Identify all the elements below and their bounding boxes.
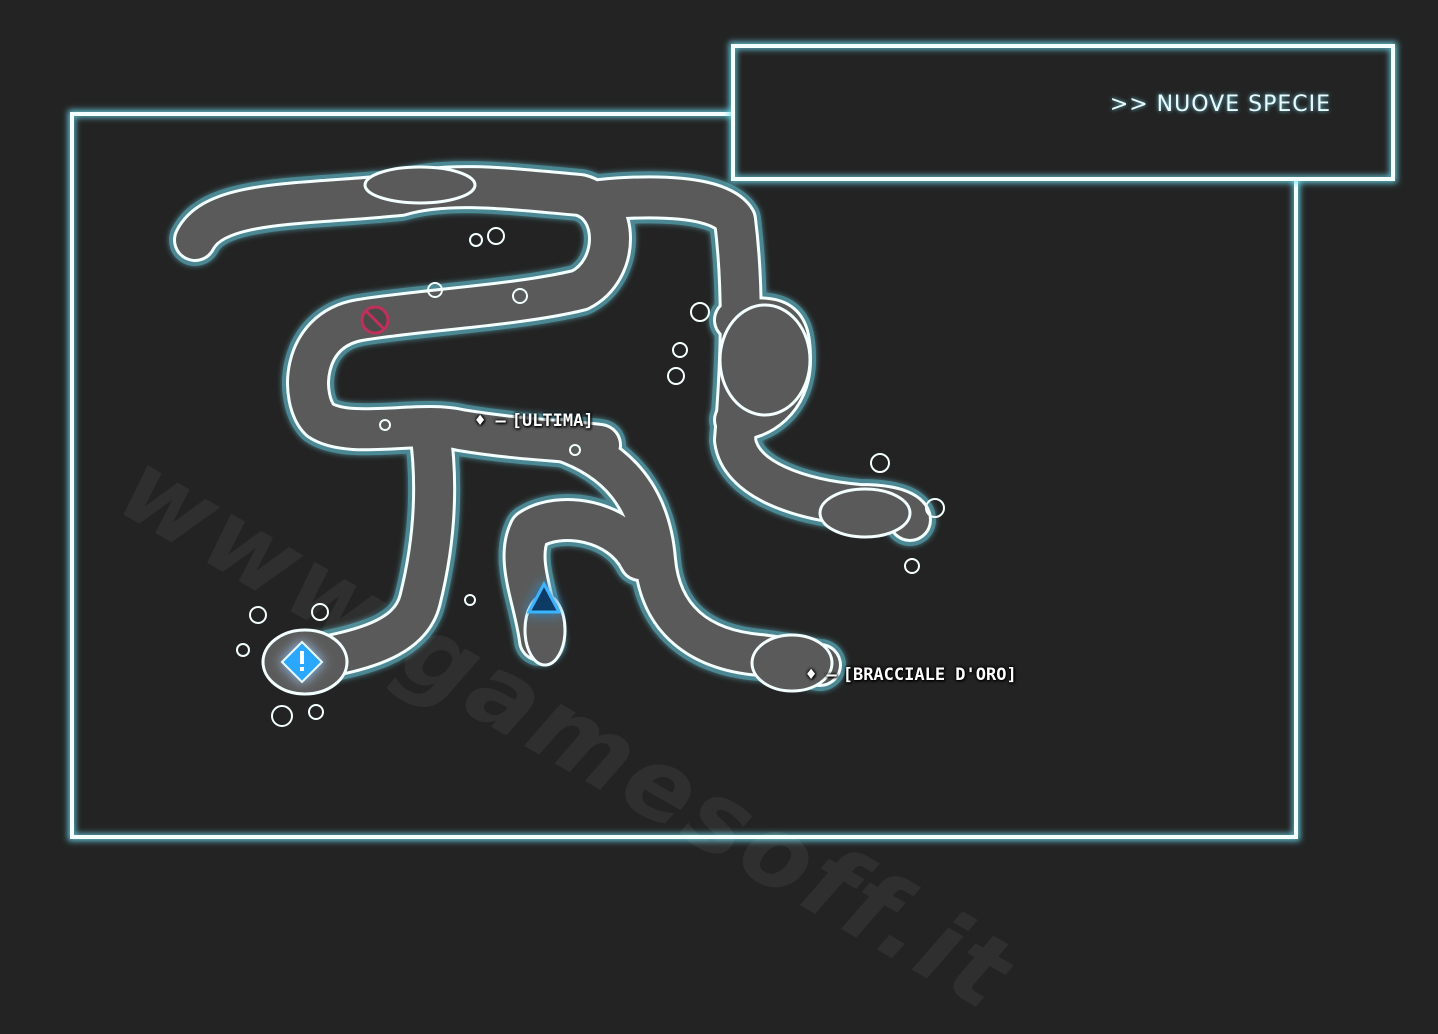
location-label-text: [ULTIMA] — [511, 411, 594, 431]
page-title: >> NUOVE SPECIE — [1109, 92, 1331, 117]
map-frame — [70, 112, 1298, 839]
cave-map — [169, 161, 945, 727]
forbidden-icon[interactable] — [360, 305, 390, 335]
header-panel: >> NUOVE SPECIE — [731, 44, 1395, 181]
diamond-bullet-icon: ♦ – — [475, 411, 506, 431]
diamond-bullet-icon: ♦ – — [806, 665, 837, 685]
location-label-text: [BRACCIALE D'ORO] — [842, 665, 1017, 685]
location-label-ultima: ♦ –[ULTIMA] — [475, 411, 594, 431]
rock-debris — [236, 227, 945, 727]
exclamation-icon[interactable] — [280, 640, 324, 684]
triangle-icon[interactable] — [526, 580, 562, 614]
location-label-bracciale: ♦ –[BRACCIALE D'ORO] — [806, 665, 1017, 685]
